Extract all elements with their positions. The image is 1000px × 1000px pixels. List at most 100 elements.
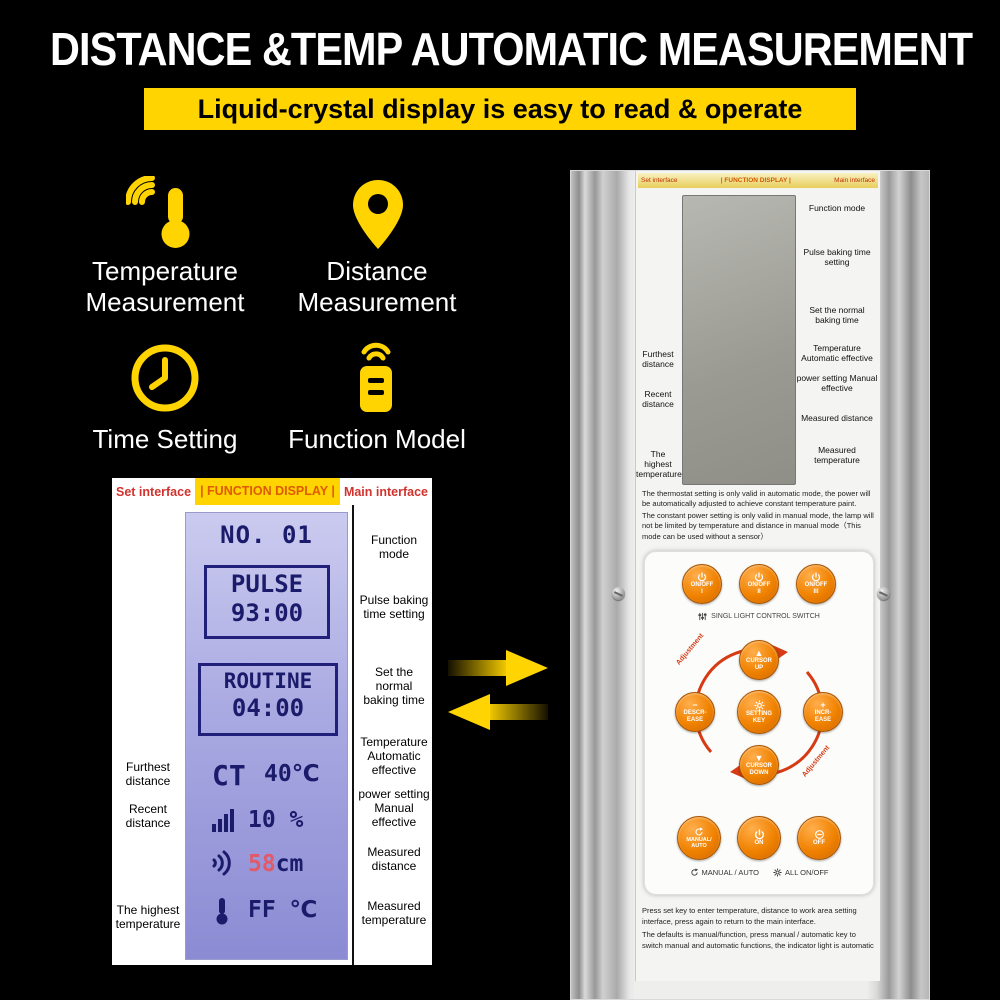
- lcd-distance-value: 58cm: [248, 851, 304, 877]
- function-display-diagram: Set interface | FUNCTION DISPLAY | Main …: [112, 478, 432, 965]
- lcd-routine-box: ROUTINE 04:00: [198, 663, 338, 736]
- manual-auto-caption: MANUAL / AUTO: [690, 868, 759, 877]
- thermometer-small-icon: [216, 898, 228, 925]
- callout-furthest-distance: Furthest distance: [125, 760, 171, 788]
- manual-auto-button[interactable]: MANUAL/ AUTO: [677, 816, 721, 860]
- lcd-pulse-box: PULSE 93:00: [204, 565, 330, 639]
- lcd-distance-row: 58cm: [186, 849, 347, 879]
- cursor-up-button[interactable]: ▲ CURSOR UP: [739, 640, 779, 680]
- gear-icon: [754, 700, 764, 711]
- power-icon: [754, 572, 764, 582]
- all-onoff-caption: ALL ON/OFF: [773, 868, 829, 877]
- onoff-3-button[interactable]: ON/OFF III: [796, 564, 836, 604]
- function-display-label: | FUNCTION DISPLAY |: [195, 478, 340, 505]
- panel-callout-highest-temperature: The highest temperature: [636, 449, 682, 480]
- panel-set-interface-label: Set interface: [641, 177, 678, 184]
- diagram-header: Set interface | FUNCTION DISPLAY | Main …: [112, 478, 432, 505]
- note-manual-mode: The constant power setting is only valid…: [642, 511, 874, 541]
- feature-label-time: Time Setting: [92, 424, 238, 454]
- sound-waves-icon: [212, 850, 231, 876]
- power-icon: [697, 572, 707, 582]
- panel-lcd-screen: [682, 195, 796, 485]
- refresh-icon: [695, 827, 703, 836]
- callout-normal-time: Set the normal baking time: [363, 665, 425, 707]
- lcd-routine-label: ROUTINE: [223, 669, 313, 693]
- note-automatic-mode: The thermostat setting is only valid in …: [642, 489, 871, 509]
- remote-control-icon: [360, 342, 392, 412]
- panel-function-display-label: | FUNCTION DISPLAY |: [720, 177, 791, 184]
- off-button[interactable]: OFF: [797, 816, 841, 860]
- lcd-program-number: NO. 01: [220, 521, 313, 549]
- power-icon: [811, 572, 821, 582]
- switch-caption: SINGL LIGHT CONTROL SWITCH: [645, 612, 873, 621]
- panel-face: Set interface | FUNCTION DISPLAY | Main …: [635, 171, 881, 981]
- lcd-temp-row: FF ℃: [186, 895, 347, 925]
- callout-measured-temperature: Measured temperature: [361, 899, 427, 927]
- decrease-button[interactable]: − DESCR-EASE: [675, 692, 715, 732]
- lcd-ct-value: 40℃: [264, 761, 320, 787]
- panel-callout-measured-distance: Measured distance: [801, 413, 873, 423]
- arrow-right-icon: [448, 650, 548, 686]
- bottom-caption: MANUAL / AUTO ALL ON/OFF: [645, 868, 873, 877]
- set-interface-label: Set interface: [116, 484, 192, 499]
- feature-label-temperature: Temperature Measurement: [85, 256, 245, 317]
- lcd-ct-label: CT: [212, 759, 246, 792]
- callout-highest-temperature: The highest temperature: [115, 903, 181, 931]
- thermometer-icon: [126, 176, 190, 248]
- lcd-pulse-time: 93:00: [230, 598, 304, 627]
- lcd-routine-time: 04:00: [231, 694, 305, 723]
- screw-left: [612, 587, 625, 600]
- location-pin-icon: [353, 180, 403, 249]
- arrow-left-icon: [448, 694, 548, 730]
- feature-label-distance: Distance Measurement: [297, 256, 457, 317]
- control-panel-photo: Set interface | FUNCTION DISPLAY | Main …: [570, 170, 930, 1000]
- plus-glyph: +: [820, 699, 826, 710]
- down-arrow-glyph: ▼: [754, 752, 764, 763]
- lcd-ct-row: CT 40℃: [186, 759, 347, 792]
- setting-key-button[interactable]: SETTING KEY: [737, 690, 781, 734]
- footer-set-key-note: Press set key to enter temperature, dist…: [642, 906, 857, 926]
- panel-footer-notes: Press set key to enter temperature, dist…: [642, 906, 876, 954]
- onoff-2-button[interactable]: ON/OFF II: [739, 564, 779, 604]
- minus-circle-icon: [814, 830, 824, 840]
- panel-callout-normal-time: Set the normal baking time: [809, 305, 865, 326]
- lcd-pulse-label: PULSE: [230, 570, 304, 598]
- sliders-icon: [698, 612, 707, 621]
- refresh-icon: [690, 868, 698, 876]
- up-arrow-glyph: ▲: [754, 647, 764, 658]
- subtitle-banner: Liquid-crystal display is easy to read &…: [144, 88, 856, 130]
- panel-header: Set interface | FUNCTION DISPLAY | Main …: [638, 173, 878, 188]
- callout-temp-automatic: Temperature Automatic effective: [360, 735, 428, 777]
- power-icon: [754, 829, 764, 840]
- lcd-screen: NO. 01 PULSE 93:00 ROUTINE 04:00 CT 40℃: [185, 512, 348, 960]
- callout-divider-line: [352, 505, 354, 965]
- footer-default-note: The defaults is manual/function, press m…: [642, 930, 874, 950]
- lcd-power-row: 10 %: [186, 805, 347, 835]
- panel-callout-measured-temperature: Measured temperature: [814, 445, 860, 466]
- panel-callout-function-mode: Function mode: [808, 203, 866, 213]
- panel-callout-power-manual: power setting Manual effective: [796, 373, 878, 394]
- callout-recent-distance: Recent distance: [125, 802, 171, 830]
- onoff-1-button[interactable]: ON/OFF I: [682, 564, 722, 604]
- page-title: DISTANCE &TEMP AUTOMATIC MEASUREMENT: [50, 23, 973, 75]
- panel-main-interface-label: Main interface: [834, 177, 875, 184]
- feature-label-function: Function Model: [288, 424, 466, 454]
- increase-button[interactable]: + INCR-EASE: [803, 692, 843, 732]
- on-button[interactable]: ON: [737, 816, 781, 860]
- callout-measured-distance: Measured distance: [367, 845, 421, 873]
- callout-power-manual: power setting Manual effective: [358, 787, 430, 829]
- panel-callout-temp-automatic: Temperature Automatic effective: [801, 343, 873, 364]
- minus-glyph: −: [692, 699, 698, 710]
- cursor-down-button[interactable]: ▼ CURSOR DOWN: [739, 745, 779, 785]
- lcd-power-value: 10 %: [248, 807, 304, 833]
- button-panel: ON/OFF I ON/OFF II ON/OFF: [644, 551, 874, 895]
- gear-icon: [773, 868, 782, 877]
- panel-callout-recent-distance: Recent distance: [642, 389, 674, 410]
- signal-bars-icon: [212, 809, 234, 832]
- screw-right: [877, 587, 890, 600]
- panel-notes: The thermostat setting is only valid in …: [642, 489, 874, 544]
- panel-callout-pulse-time: Pulse baking time setting: [803, 247, 871, 268]
- clock-icon: [131, 344, 199, 412]
- main-interface-label: Main interface: [343, 484, 428, 499]
